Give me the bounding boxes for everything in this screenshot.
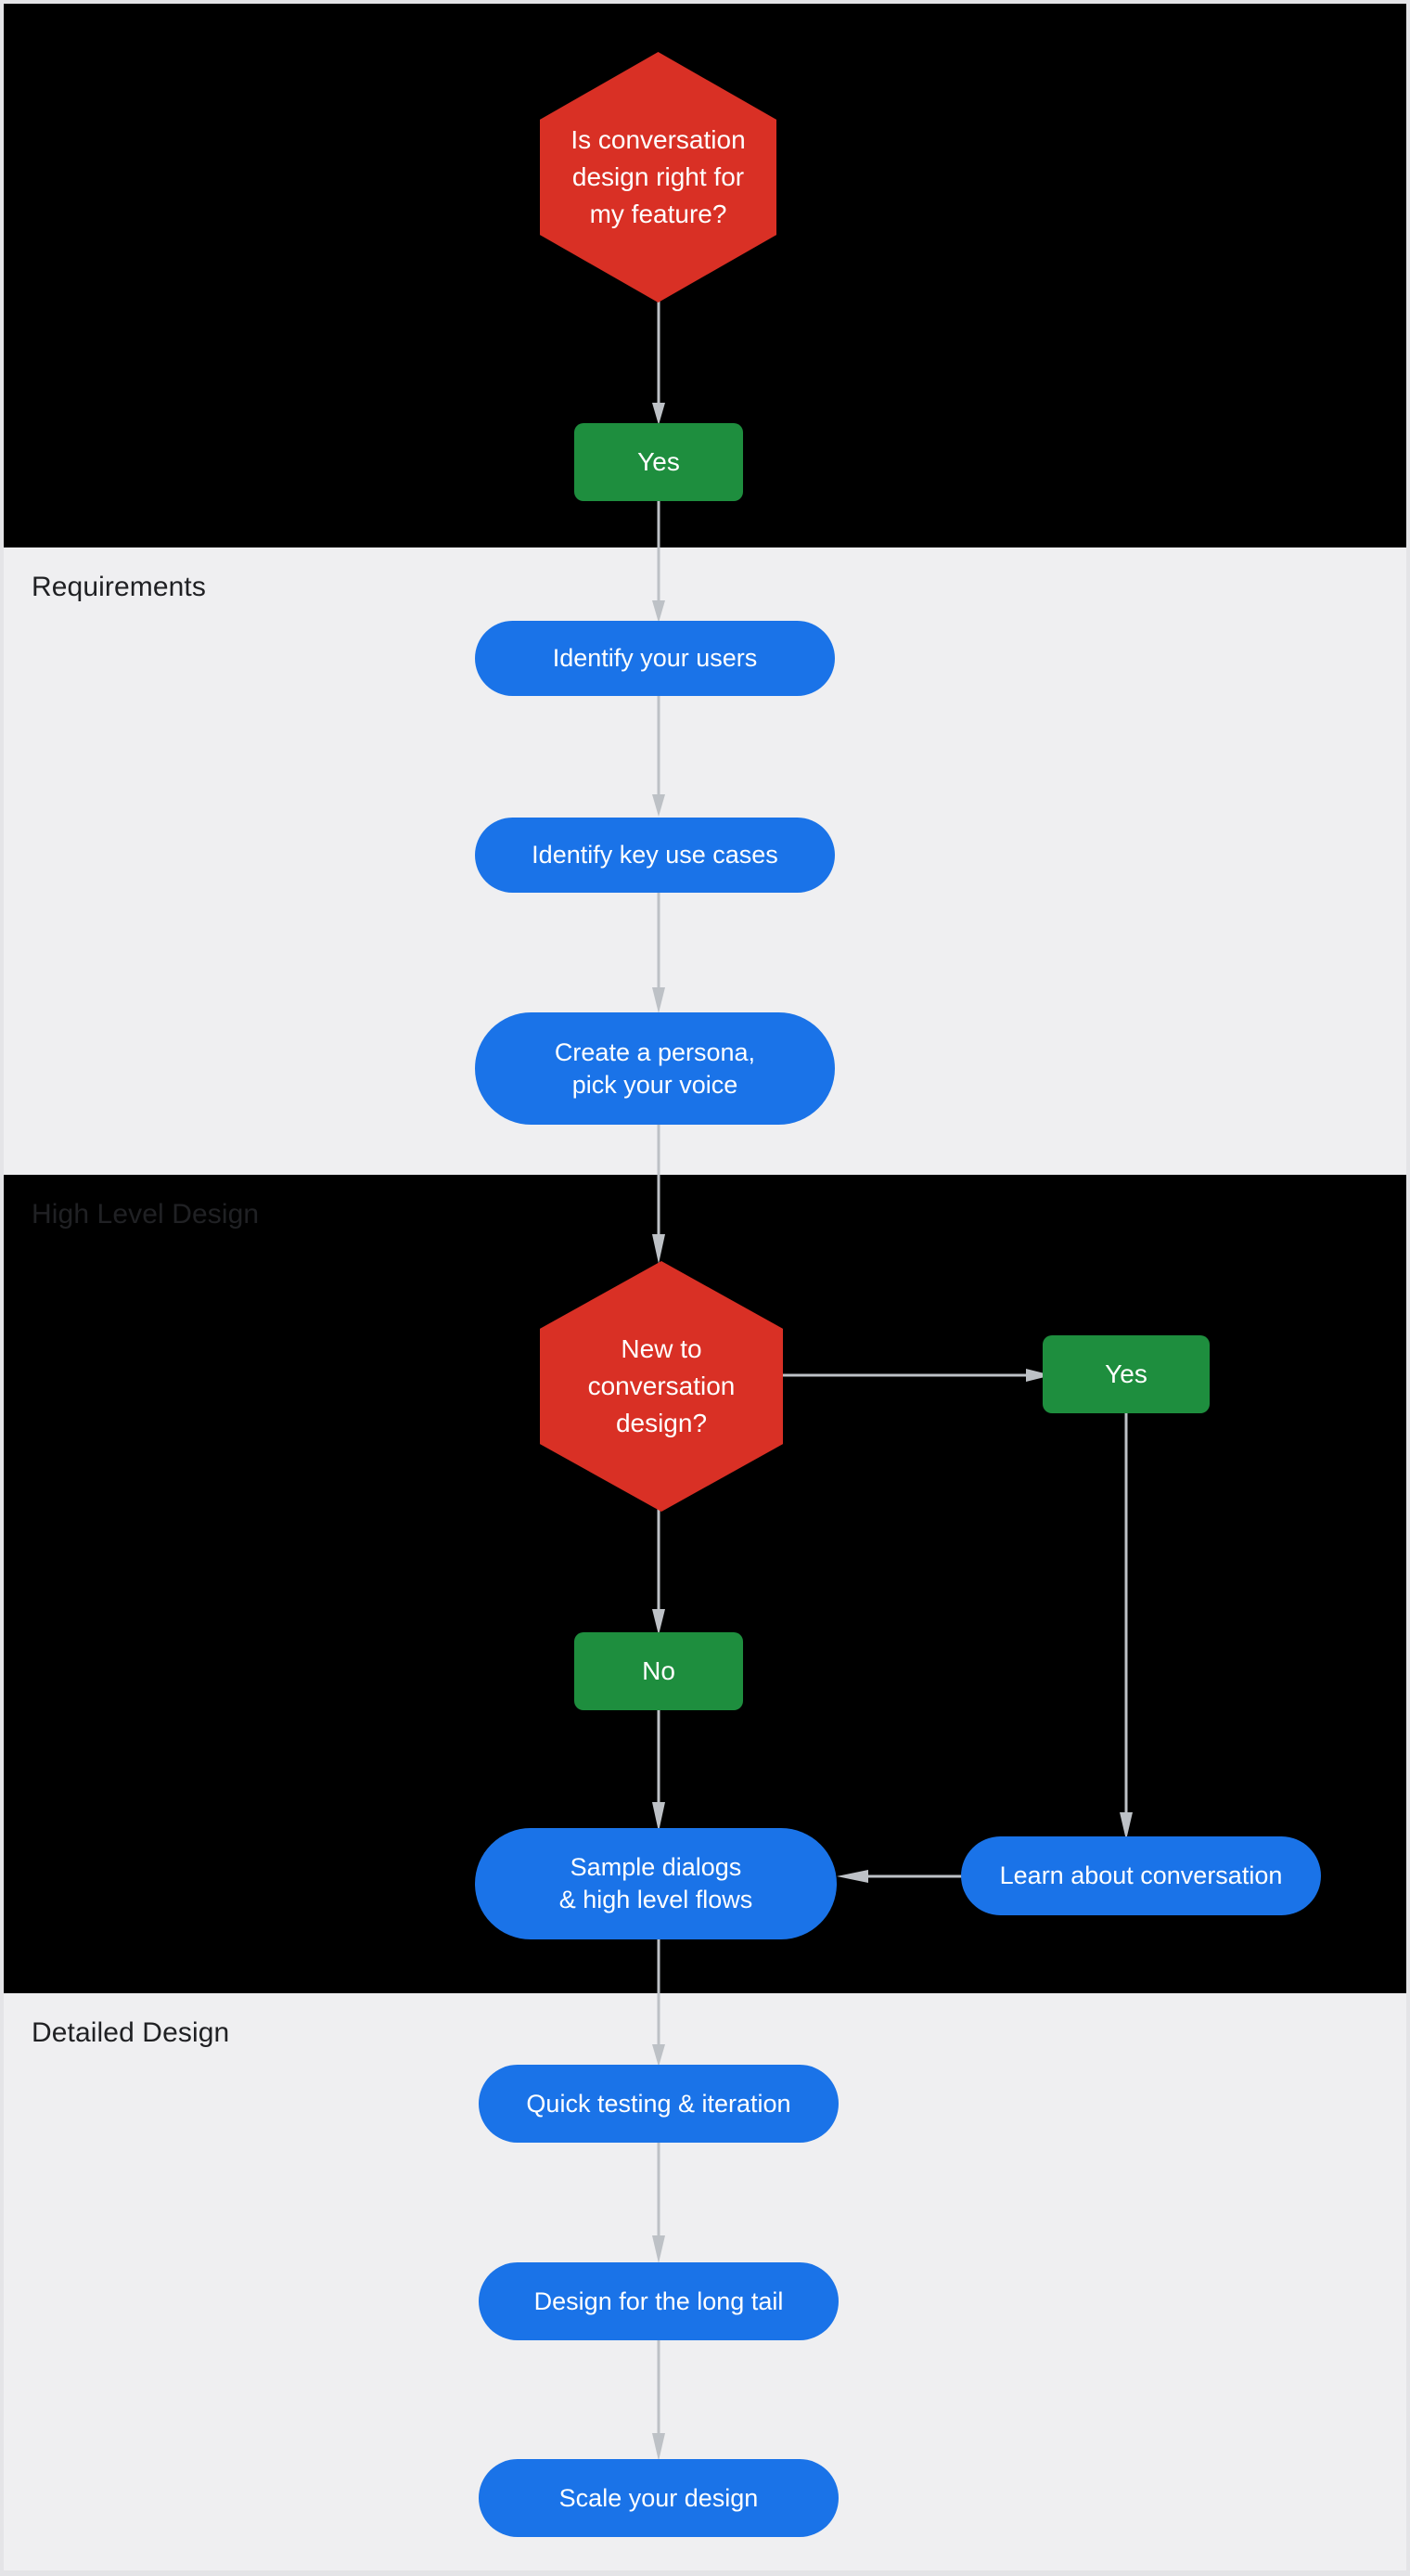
answer-new-to-cd-yes[interactable]: Yes xyxy=(1043,1335,1210,1413)
flowchart-board: Requirements High Level Design Detailed … xyxy=(4,4,1406,2570)
step-quick-testing-and-iteration[interactable]: Quick testing & iteration xyxy=(479,2065,839,2143)
answer-start-yes[interactable]: Yes xyxy=(574,423,743,501)
step-design-for-the-long-tail[interactable]: Design for the long tail xyxy=(479,2262,839,2340)
step-sample-dialogs-and-high-level-flows[interactable]: Sample dialogs & high level flows xyxy=(475,1828,837,1939)
step-create-a-persona-pick-your-voice[interactable]: Create a persona, pick your voice xyxy=(475,1012,835,1125)
step-scale-your-design[interactable]: Scale your design xyxy=(479,2459,839,2537)
answer-new-to-cd-no[interactable]: No xyxy=(574,1632,743,1710)
step-identify-key-use-cases[interactable]: Identify key use cases xyxy=(475,818,835,893)
step-learn-about-conversation[interactable]: Learn about conversation xyxy=(961,1836,1321,1915)
step-identify-your-users[interactable]: Identify your users xyxy=(475,621,835,696)
